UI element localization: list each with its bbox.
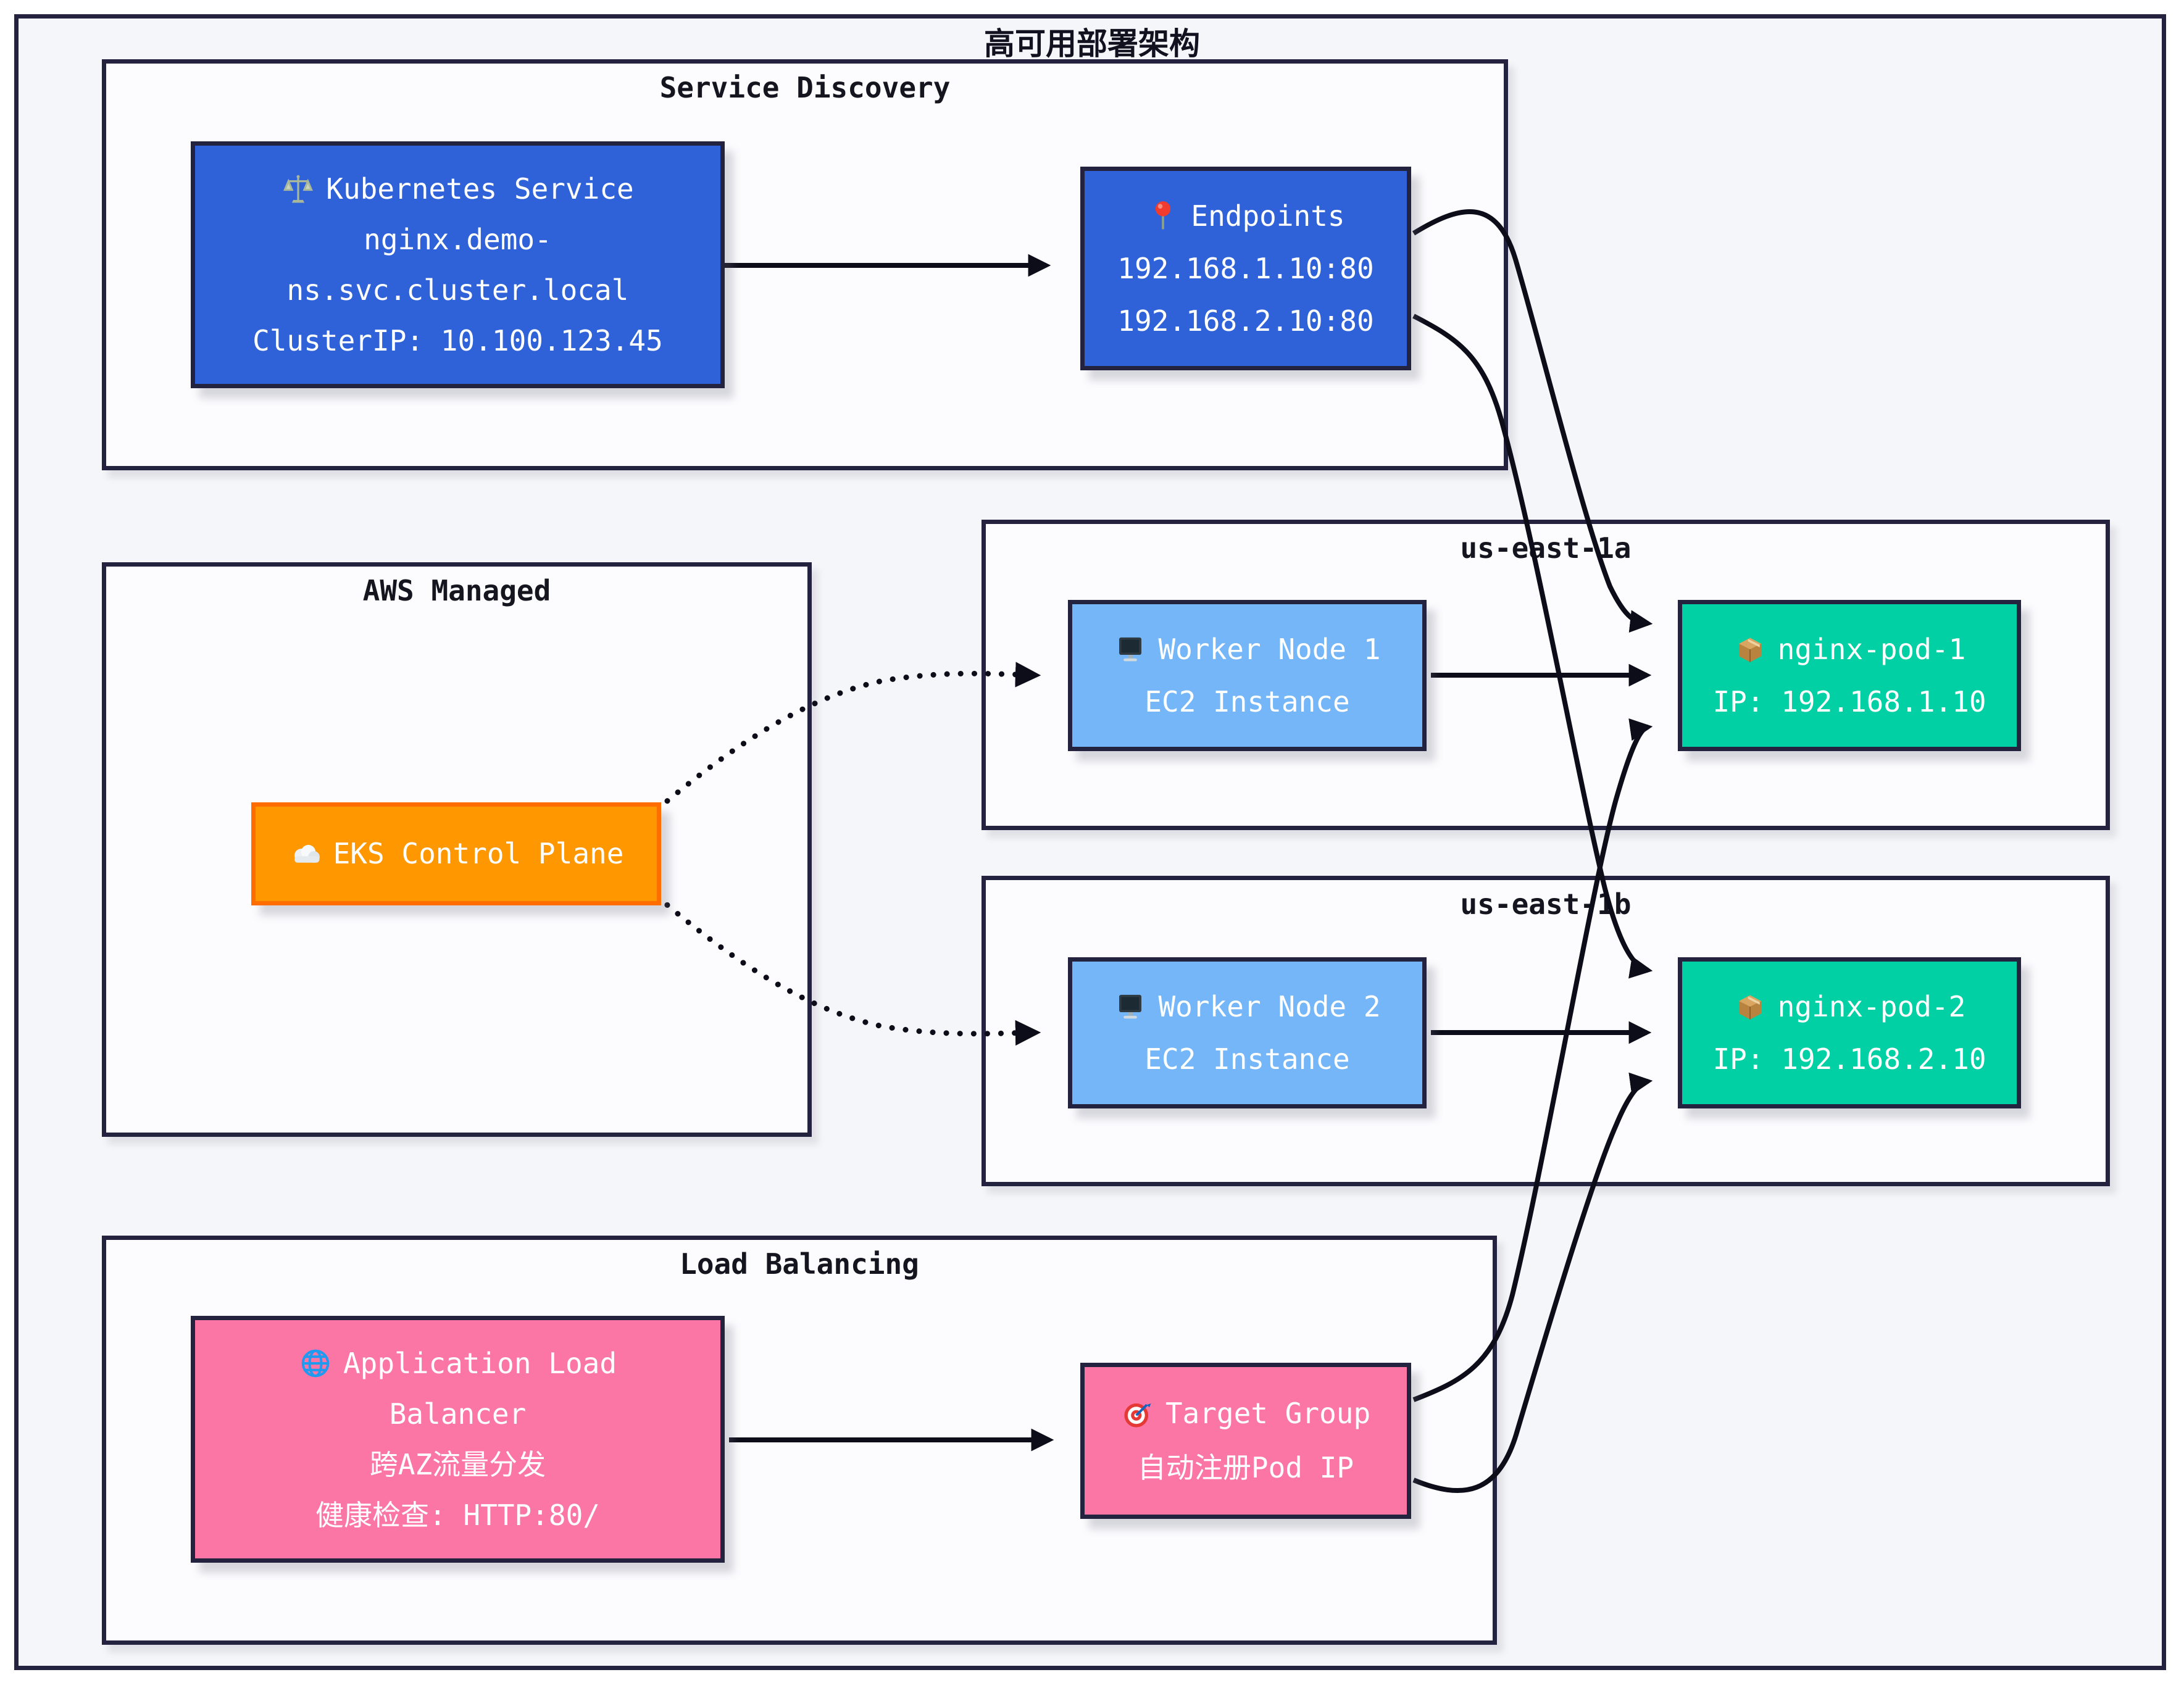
node-line: Balancer [389, 1397, 527, 1431]
group-label-service-discovery: Service Discovery [659, 71, 951, 104]
node-title-line: Endpoints [1146, 199, 1345, 233]
diagram-title: 高可用部署架构 [984, 26, 1200, 62]
node-line: ClusterIP: 10.100.123.45 [252, 324, 663, 358]
node-kubernetes-service: Kubernetes Service nginx.demo- ns.svc.cl… [191, 141, 725, 388]
node-endpoints: Endpoints 192.168.1.10:80 192.168.2.10:8… [1080, 167, 1411, 370]
group-label-us-east-1a: us-east-1a [1460, 531, 1632, 565]
node-line: 自动注册Pod IP [1137, 1451, 1354, 1485]
package-icon [1733, 633, 1767, 666]
node-nginx-pod-1: nginx-pod-1 IP: 192.168.1.10 [1678, 600, 2021, 751]
node-title-line: nginx-pod-1 [1733, 632, 1966, 666]
node-line: EC2 Instance [1144, 685, 1350, 719]
node-line: 健康检查: HTTP:80/ [315, 1499, 600, 1532]
node-title: nginx-pod-2 [1777, 989, 1966, 1023]
group-label-us-east-1b: us-east-1b [1460, 888, 1632, 921]
node-title: Kubernetes Service [326, 172, 634, 206]
node-worker-node-1: Worker Node 1 EC2 Instance [1068, 600, 1427, 751]
node-title-line: Kubernetes Service [281, 172, 634, 206]
node-target-group: Target Group 自动注册Pod IP [1080, 1363, 1411, 1519]
node-title: Application Load [343, 1346, 617, 1380]
group-label-aws-managed: AWS Managed [362, 574, 551, 607]
node-line: EC2 Instance [1144, 1042, 1350, 1076]
node-title-line: Worker Node 1 [1114, 632, 1381, 666]
node-worker-node-2: Worker Node 2 EC2 Instance [1068, 957, 1427, 1108]
monitor-icon [1114, 633, 1147, 666]
node-line: IP: 192.168.1.10 [1712, 685, 1986, 719]
node-line: ns.svc.cluster.local [286, 273, 629, 307]
group-label-load-balancing: Load Balancing [680, 1247, 919, 1281]
node-line: 192.168.1.10:80 [1117, 252, 1374, 286]
node-title-line: Worker Node 2 [1114, 989, 1381, 1023]
node-line: nginx.demo- [364, 223, 552, 257]
node-eks-control-plane: EKS Control Plane [251, 802, 661, 905]
pin-icon [1146, 199, 1180, 233]
node-title-line: Target Group [1121, 1397, 1370, 1431]
monitor-icon [1114, 990, 1147, 1023]
node-line: 192.168.2.10:80 [1117, 304, 1374, 338]
node-title: Endpoints [1191, 199, 1345, 233]
package-icon [1733, 990, 1767, 1023]
scales-icon [281, 172, 315, 206]
cloud-icon [289, 838, 322, 871]
node-title-line: nginx-pod-2 [1733, 989, 1966, 1023]
node-title: Target Group [1165, 1397, 1371, 1431]
node-line: IP: 192.168.2.10 [1712, 1042, 1986, 1076]
globe-icon [299, 1347, 332, 1380]
target-icon [1121, 1397, 1154, 1431]
node-nginx-pod-2: nginx-pod-2 IP: 192.168.2.10 [1678, 957, 2021, 1108]
node-title: Worker Node 1 [1158, 632, 1381, 666]
node-title: Worker Node 2 [1158, 989, 1381, 1023]
node-line: 跨AZ流量分发 [369, 1448, 546, 1482]
node-title-line: EKS Control Plane [289, 837, 624, 871]
node-application-load-balancer: Application Load Balancer 跨AZ流量分发 健康检查: … [191, 1316, 725, 1563]
node-title: nginx-pod-1 [1777, 632, 1966, 666]
node-title-line: Application Load [299, 1347, 617, 1380]
node-title: EKS Control Plane [333, 837, 624, 871]
